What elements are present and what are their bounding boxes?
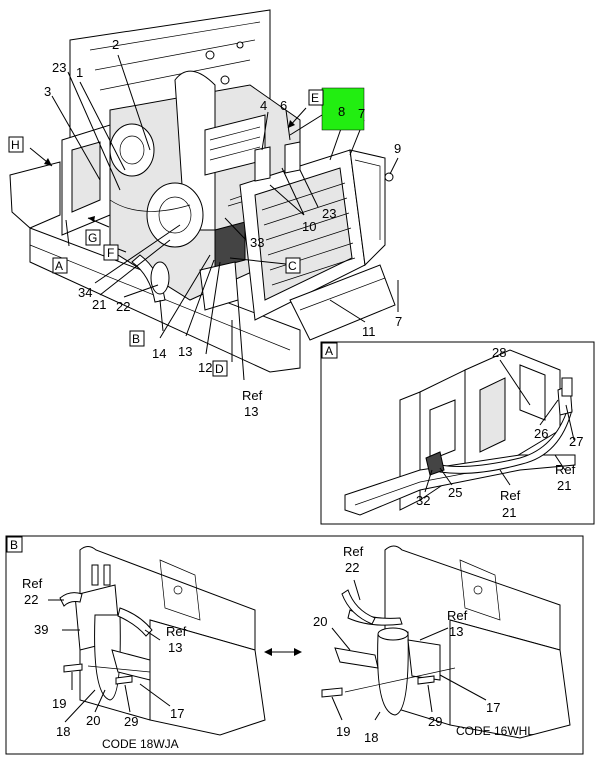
svg-text:H: H: [11, 138, 20, 152]
highlight-box: [321, 87, 365, 131]
callout-6: 6: [280, 98, 287, 113]
svg-text:A: A: [55, 259, 63, 273]
code-16whl: CODE 16WHL: [456, 724, 534, 738]
callout-11: 11: [362, 324, 376, 339]
detail-a-label: A: [325, 344, 333, 358]
ref-22-right-label: Ref: [343, 544, 364, 559]
detail-b-panel: B: [5, 535, 584, 755]
ref-22-left-number: 22: [24, 592, 38, 607]
svg-text:B: B: [132, 332, 140, 346]
callout-32: 32: [416, 493, 430, 508]
callout-23-right: 23: [322, 206, 336, 221]
ref-13-number: 13: [244, 404, 258, 419]
ref-21a-label: Ref: [555, 462, 576, 477]
ref-21b-label: Ref: [500, 488, 521, 503]
callout-8: 8: [338, 104, 345, 119]
callout-1: 1: [76, 65, 83, 80]
callout-39: 39: [34, 622, 48, 637]
callout-18-right: 18: [364, 730, 378, 745]
callout-4: 4: [260, 98, 267, 113]
callout-13: 13: [178, 344, 192, 359]
detail-a-panel: A: [320, 341, 595, 525]
callout-34: 34: [78, 285, 92, 300]
callout-19-right: 19: [336, 724, 350, 739]
ref-22-left-label: Ref: [22, 576, 43, 591]
callout-2: 2: [112, 37, 119, 52]
view-label-d: D: [212, 360, 228, 377]
svg-text:C: C: [288, 259, 297, 273]
main-callouts: 2 23 1 3 4 6 8 7 9 10 23 33 34 21 22 14 …: [44, 37, 402, 419]
callout-7-bottom: 7: [395, 314, 402, 329]
callout-33: 33: [250, 235, 264, 250]
callout-14: 14: [152, 346, 166, 361]
callout-22: 22: [116, 299, 130, 314]
callout-12: 12: [198, 360, 212, 375]
callout-9: 9: [394, 141, 401, 156]
view-label-e: E: [308, 89, 324, 106]
view-labels: E H G F A C B D: [8, 89, 324, 377]
callout-17-left: 17: [170, 706, 184, 721]
callout-28: 28: [492, 345, 506, 360]
callout-10: 10: [302, 219, 316, 234]
ref-13-left-label: Ref: [166, 624, 187, 639]
callout-27: 27: [569, 434, 583, 449]
ref-21a-number: 21: [557, 478, 571, 493]
callout-26: 26: [534, 426, 548, 441]
detail-b-left-callouts: Ref 22 Ref 13 39 19 20 29 17 18: [22, 576, 187, 739]
svg-text:E: E: [311, 91, 319, 105]
view-label-f: F: [103, 244, 119, 261]
code-18wja: CODE 18WJA: [102, 737, 179, 751]
svg-text:G: G: [88, 231, 97, 245]
main-assembly-drawing: [9, 9, 399, 381]
detail-b-label: B: [10, 538, 18, 552]
ref-22-right-number: 22: [345, 560, 359, 575]
callout-18-left: 18: [56, 724, 70, 739]
detail-b-right-callouts: Ref 22 20 Ref 13 19 18 29 17: [313, 544, 500, 745]
view-label-g: G: [85, 229, 101, 246]
svg-text:F: F: [107, 246, 114, 260]
callout-19-left: 19: [52, 696, 66, 711]
view-label-a: A: [52, 257, 68, 274]
detail-a-callouts: 28 26 27 Ref 21 32 25 Ref 21: [416, 345, 583, 520]
callout-3: 3: [44, 84, 51, 99]
callout-25: 25: [448, 485, 462, 500]
callout-29-right: 29: [428, 714, 442, 729]
ref-13-right-number: 13: [449, 624, 463, 639]
callout-23: 23: [52, 60, 66, 75]
view-label-c: C: [285, 257, 301, 274]
callout-21: 21: [92, 297, 106, 312]
ref-21b-number: 21: [502, 505, 516, 520]
callout-7-top: 7: [358, 106, 365, 121]
callout-29-left: 29: [124, 714, 138, 729]
ref-13-label: Ref: [242, 388, 263, 403]
callout-20-left: 20: [86, 713, 100, 728]
view-label-b: B: [129, 330, 145, 347]
view-label-h: H: [8, 136, 24, 153]
ref-13-right-label: Ref: [447, 608, 468, 623]
ref-13-left-number: 13: [168, 640, 182, 655]
callout-17-right: 17: [486, 700, 500, 715]
svg-text:D: D: [215, 362, 224, 376]
callout-20-right: 20: [313, 614, 327, 629]
